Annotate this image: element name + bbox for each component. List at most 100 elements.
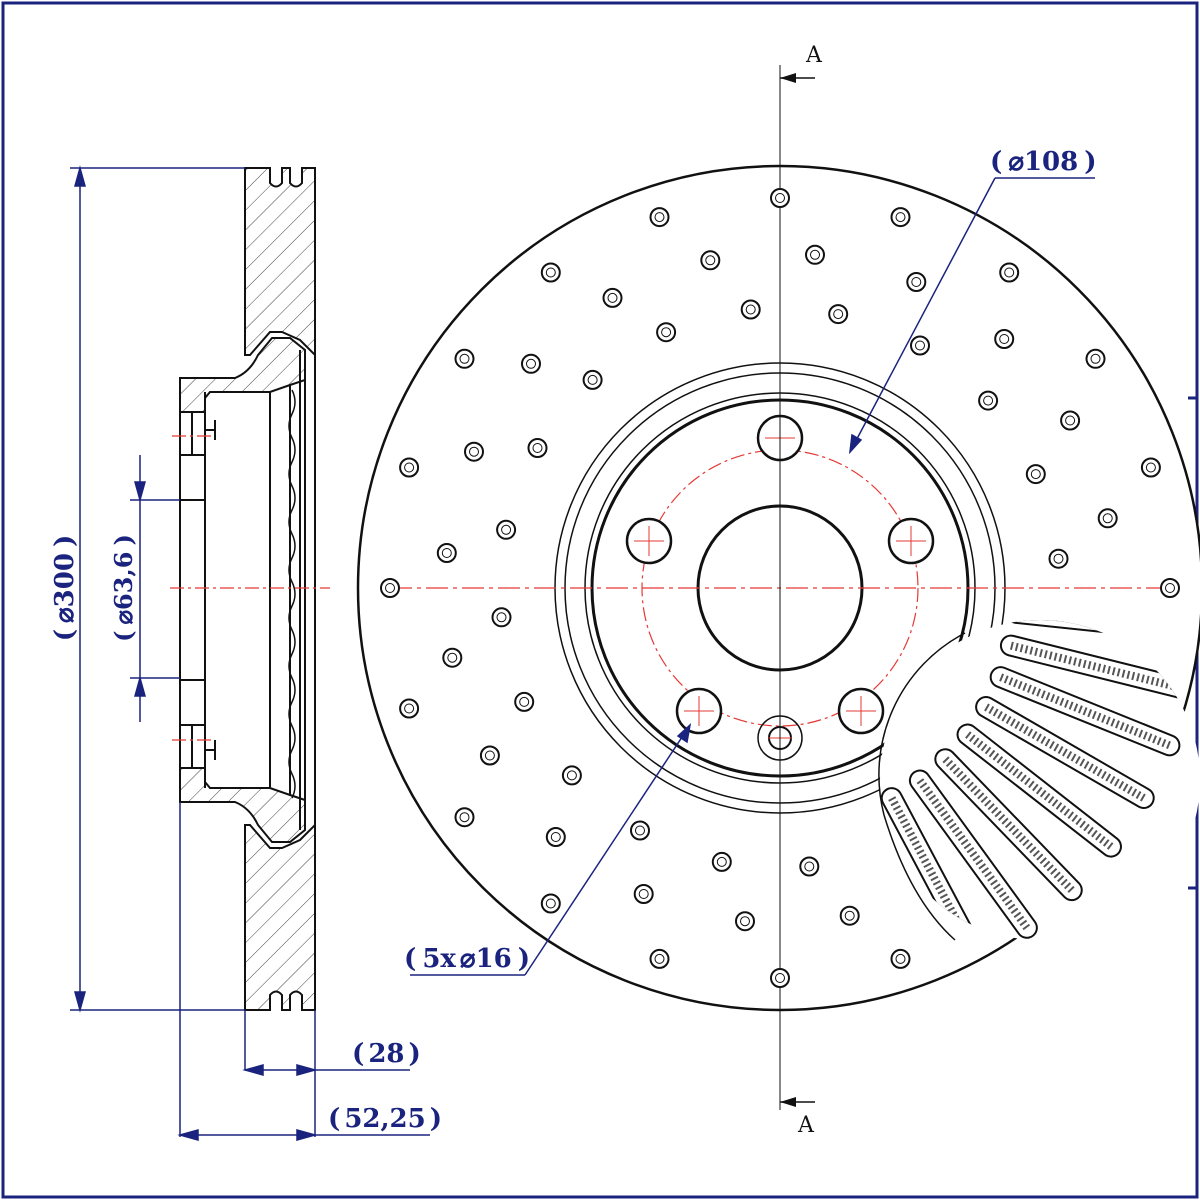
drilled-hole [436, 543, 457, 563]
drilled-hole [649, 948, 670, 969]
drilled-hole [1140, 457, 1161, 478]
drilled-hole [454, 807, 475, 828]
drilled-hole [1060, 410, 1081, 431]
drilled-hole-inner [441, 548, 452, 558]
drilled-hole [805, 244, 825, 265]
overall-height-label: (52,25) [328, 1104, 442, 1134]
drilled-hole-inner [999, 334, 1010, 344]
drilled-hole-inner [804, 861, 815, 872]
drilled-hole [770, 188, 790, 208]
drilled-hole-inner [895, 953, 906, 964]
drilled-hole [380, 578, 400, 598]
front-leaders [410, 177, 1095, 976]
drilled-hole [994, 329, 1015, 349]
drilled-hole [740, 299, 761, 320]
drilled-hole [735, 911, 755, 932]
drilled-hole [711, 851, 732, 872]
section-marker-top: A [780, 43, 823, 83]
hub-section-upper [179, 337, 306, 413]
drilled-hole-inner [844, 910, 855, 921]
drilled-hole [839, 905, 860, 926]
drilled-hole-inner [775, 973, 785, 983]
drilled-hole [540, 262, 561, 283]
drilled-hole-inner [1102, 513, 1113, 524]
drilled-hole [770, 968, 790, 988]
drilled-hole [1025, 464, 1046, 485]
drilled-hole-inner [810, 249, 820, 260]
drilled-hole-inner [484, 750, 495, 761]
drilled-hole [464, 441, 484, 462]
drilled-hole [479, 745, 500, 766]
friction-ring-upper [244, 167, 316, 358]
drilled-hole [454, 348, 475, 369]
drilled-hole-inner [915, 340, 925, 351]
drilled-hole-inner [404, 703, 415, 714]
drilled-hole-inner [1145, 462, 1156, 473]
drilled-hole-inner [716, 856, 727, 867]
hub-section-lower [179, 767, 306, 843]
drilled-hole [540, 893, 561, 914]
drilled-hole-inner [983, 395, 994, 406]
section-label-top: A [805, 43, 823, 68]
drilled-hole [521, 353, 541, 374]
drilled-hole [630, 820, 650, 841]
drilled-hole-inner [566, 770, 577, 781]
drilled-hole-inner [587, 374, 598, 385]
drilled-hole [1097, 508, 1118, 529]
drilled-hole [442, 647, 463, 668]
drilled-hole-inner [550, 832, 561, 842]
drilled-hole [910, 335, 930, 356]
drilled-hole-inner [705, 255, 716, 266]
drilled-hole [799, 856, 820, 877]
drilled-hole-inner [459, 353, 470, 364]
drilled-hole-inner [638, 889, 649, 899]
vane-hatch [984, 703, 1146, 802]
drilled-hole-inner [911, 277, 922, 287]
drilled-hole-inner [775, 193, 785, 203]
drilled-hole-inner [1090, 353, 1101, 364]
drilled-hole-inner [635, 825, 645, 836]
drilled-hole [1048, 548, 1069, 569]
drilled-hole-inner [496, 612, 507, 623]
drilled-hole-inner [459, 812, 470, 823]
overall-diameter-label: (⌀300) [50, 535, 80, 642]
drilled-hole [999, 262, 1020, 283]
drilled-hole-inner [519, 696, 530, 707]
drilled-hole [649, 207, 670, 228]
drilled-hole-inner [654, 953, 665, 964]
drilled-hole [890, 948, 911, 969]
bolt-circle-label: (⌀108) [990, 147, 1097, 177]
side-dimensions [70, 165, 430, 1141]
drilled-hole [514, 691, 535, 712]
drilled-hole [602, 287, 623, 308]
drilled-hole [890, 207, 911, 228]
drilled-hole-inner [404, 462, 415, 473]
drilled-hole-inner [740, 916, 750, 927]
front-view: A A [356, 43, 1200, 1138]
section-marker-bottom: A [780, 1097, 815, 1138]
drilled-hole [978, 390, 999, 411]
side-section-view [170, 167, 330, 1011]
drilled-hole-inner [1053, 553, 1064, 564]
drilled-hole-inner [1065, 415, 1076, 426]
drilled-hole [828, 304, 849, 325]
friction-ring-lower [244, 822, 316, 1011]
drilled-hole-inner [607, 292, 618, 303]
drilled-hole-inner [501, 524, 512, 535]
drilled-hole [491, 607, 512, 628]
drilled-hole [496, 519, 517, 540]
vane-hatch [916, 778, 1031, 931]
drilled-hole-inner [545, 267, 556, 278]
drilled-hole [1160, 578, 1180, 598]
wavy-inner-surface [288, 389, 296, 799]
drilled-hole-inner [895, 212, 906, 223]
drilled-hole-inner [532, 443, 543, 453]
vane-hatch [999, 673, 1171, 750]
vane-hatch [1009, 641, 1189, 694]
drilled-hole-inner [654, 212, 665, 223]
drilled-hole-inner [447, 652, 458, 663]
drilled-hole-inner [1004, 267, 1015, 278]
vane-hatch [965, 731, 1114, 850]
drilled-hole [582, 369, 603, 390]
